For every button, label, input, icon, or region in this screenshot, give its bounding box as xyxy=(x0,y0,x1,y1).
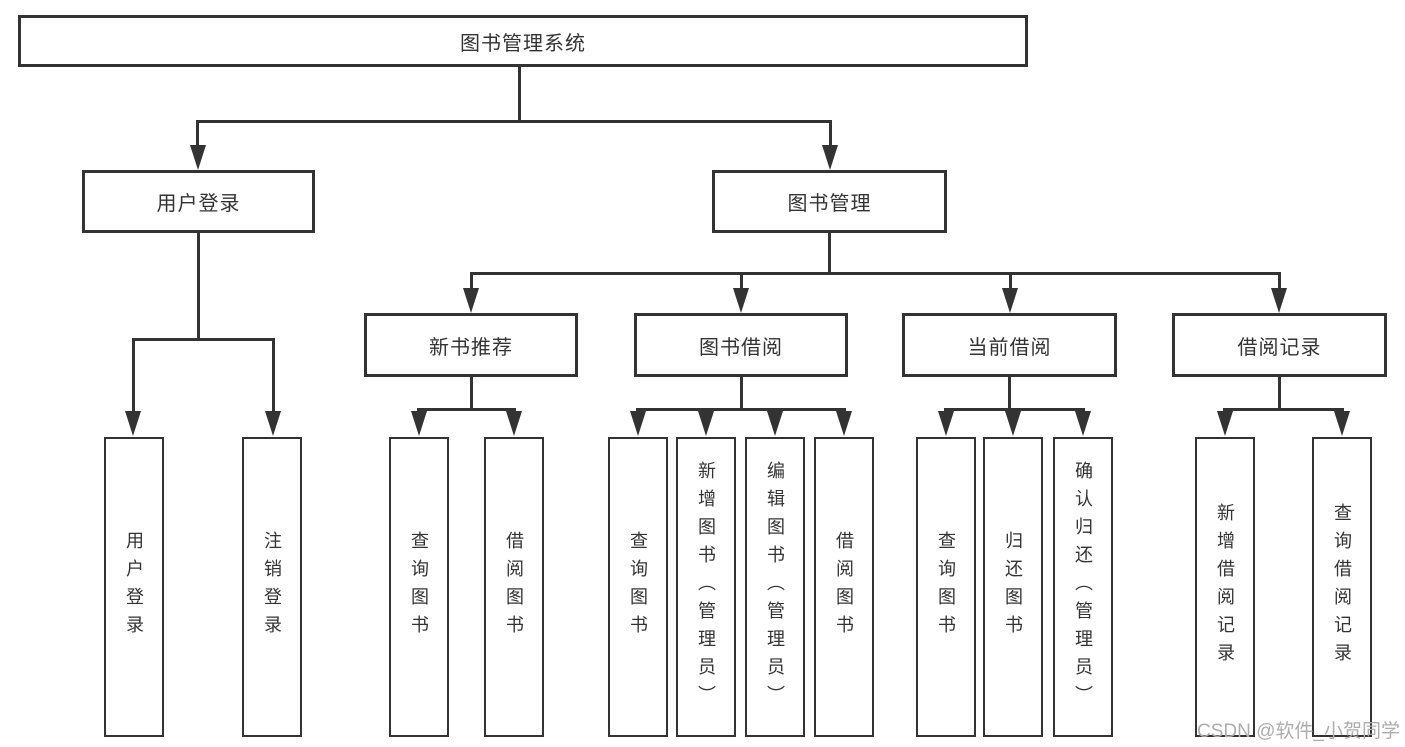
connector-book-mgmt-arm xyxy=(740,272,743,290)
arrowhead-down-icon xyxy=(698,411,714,436)
connector-user-login-stem xyxy=(197,233,200,338)
leaf-user-login: 用户登录 xyxy=(104,437,164,737)
leaf-borrow-books-recommend: 借阅图书 xyxy=(484,437,544,737)
leaf-add-borrow-record-label: 新增借阅记录 xyxy=(1215,503,1235,671)
leaf-query-books-recommend: 查询图书 xyxy=(389,437,449,737)
arrowhead-down-icon xyxy=(733,288,749,313)
connector-book-mgmt-arm xyxy=(1278,272,1281,290)
node-borrow-records-label: 借阅记录 xyxy=(1237,336,1322,359)
leaf-borrow-books-recommend-label: 借阅图书 xyxy=(504,531,524,643)
connector-root-bar xyxy=(196,120,832,123)
leaf-query-books-current: 查询图书 xyxy=(916,437,976,737)
connector-book-mgmt-bar xyxy=(470,272,1280,275)
connector-user-login-arm-left xyxy=(132,338,135,412)
leaf-logout: 注销登录 xyxy=(242,437,302,737)
node-book-management-label: 图书管理 xyxy=(787,193,872,215)
arrowhead-down-icon xyxy=(190,145,206,170)
node-user-login: 用户登录 xyxy=(82,170,315,233)
node-user-login-label: 用户登录 xyxy=(156,193,241,215)
arrowhead-down-icon xyxy=(411,411,427,436)
node-borrow-records: 借阅记录 xyxy=(1172,313,1387,377)
node-current-borrowing-label: 当前借阅 xyxy=(967,336,1052,359)
arrowhead-down-icon xyxy=(506,411,522,436)
leaf-confirm-return-admin: 确认归还（管理员） xyxy=(1053,437,1113,737)
connector-recommend-stem xyxy=(470,377,473,408)
node-new-book-recommend-label: 新书推荐 xyxy=(429,336,513,359)
leaf-add-books-admin: 新增图书（管理员） xyxy=(676,437,736,737)
leaf-return-books-label: 归还图书 xyxy=(1003,531,1023,643)
watermark: CSDN @软件_小贺同学 xyxy=(1197,721,1400,742)
connector-records-stem xyxy=(1278,377,1281,408)
arrowhead-down-icon xyxy=(125,411,141,436)
arrowhead-down-icon xyxy=(630,411,646,436)
node-book-borrowing: 图书借阅 xyxy=(634,313,848,377)
leaf-query-books-borrowing: 查询图书 xyxy=(608,437,668,737)
arrowhead-down-icon xyxy=(1075,411,1091,436)
arrowhead-down-icon xyxy=(1217,411,1233,436)
connector-root-stem xyxy=(518,67,521,120)
leaf-query-borrow-record-label: 查询借阅记录 xyxy=(1332,503,1352,671)
leaf-query-books-current-label: 查询图书 xyxy=(936,531,956,643)
connector-book-mgmt-stem xyxy=(828,233,831,272)
leaf-logout-label: 注销登录 xyxy=(262,531,282,643)
leaf-add-books-admin-label: 新增图书（管理员） xyxy=(696,461,716,713)
connector-book-mgmt-arm xyxy=(1009,272,1012,290)
leaf-return-books: 归还图书 xyxy=(983,437,1043,737)
node-book-management: 图书管理 xyxy=(712,170,947,233)
arrowhead-down-icon xyxy=(938,411,954,436)
arrowhead-down-icon xyxy=(265,411,281,436)
connector-book-mgmt-arm xyxy=(470,272,473,290)
leaf-query-borrow-record: 查询借阅记录 xyxy=(1312,437,1372,737)
node-book-borrowing-label: 图书借阅 xyxy=(699,336,783,359)
connector-records-bar xyxy=(1223,408,1344,411)
node-root: 图书管理系统 xyxy=(18,15,1028,67)
arrowhead-down-icon xyxy=(1005,411,1021,436)
arrowhead-down-icon xyxy=(822,145,838,170)
connector-borrowing-stem xyxy=(740,377,743,408)
leaf-add-borrow-record: 新增借阅记录 xyxy=(1195,437,1255,737)
connector-root-arm-right xyxy=(829,120,832,147)
node-current-borrowing: 当前借阅 xyxy=(902,313,1117,377)
arrowhead-down-icon xyxy=(1002,288,1018,313)
leaf-confirm-return-admin-label: 确认归还（管理员） xyxy=(1073,461,1093,713)
leaf-query-books-borrowing-label: 查询图书 xyxy=(628,531,648,643)
connector-user-login-arm-right xyxy=(272,338,275,412)
connector-borrowing-bar xyxy=(636,408,846,411)
leaf-user-login-label: 用户登录 xyxy=(124,531,144,643)
leaf-edit-books-admin-label: 编辑图书（管理员） xyxy=(765,461,785,713)
arrowhead-down-icon xyxy=(1271,288,1287,313)
connector-current-stem xyxy=(1008,377,1011,408)
arrowhead-down-icon xyxy=(836,411,852,436)
connector-user-login-bar xyxy=(132,338,275,341)
leaf-borrow-books-label: 借阅图书 xyxy=(834,531,854,643)
connector-current-bar xyxy=(944,408,1085,411)
leaf-query-books-recommend-label: 查询图书 xyxy=(409,531,429,643)
arrowhead-down-icon xyxy=(463,288,479,313)
connector-root-arm-left xyxy=(196,120,199,147)
leaf-edit-books-admin: 编辑图书（管理员） xyxy=(745,437,805,737)
node-root-label: 图书管理系统 xyxy=(460,32,586,55)
arrowhead-down-icon xyxy=(767,411,783,436)
leaf-borrow-books: 借阅图书 xyxy=(814,437,874,737)
node-new-book-recommend: 新书推荐 xyxy=(364,313,578,377)
connector-recommend-bar xyxy=(417,408,516,411)
arrowhead-down-icon xyxy=(1334,411,1350,436)
